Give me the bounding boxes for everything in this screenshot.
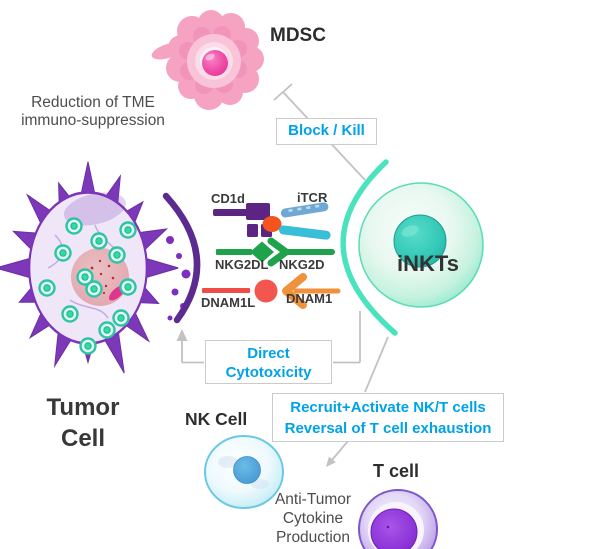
itcr-label: iTCR <box>297 190 328 205</box>
recruit-line2: Reversal of T cell exhaustion <box>284 420 492 437</box>
mdsc-cell-icon <box>151 10 264 110</box>
cd1d-label: CD1d <box>211 191 245 206</box>
dnam1-receptor-icon <box>282 273 341 309</box>
tme-note-line1: Reduction of TME <box>31 94 155 111</box>
recruit-arrow-shaft <box>331 440 349 461</box>
nkg2dl-label: NKG2DL <box>215 257 269 272</box>
nk-nucleus <box>233 456 261 484</box>
block-kill-callout: Block / Kill <box>276 118 377 145</box>
nkg2d-receptor-icon <box>267 237 335 267</box>
glycolipid-antigen-icon <box>262 216 282 232</box>
nk-label: NK Cell <box>185 409 248 429</box>
tumor-label-line2: Cell <box>60 425 105 452</box>
anti-tumor-line1: Anti-Tumor <box>274 491 352 508</box>
tumor-label: Tumor Cell <box>27 392 139 454</box>
t-cell-label: T cell <box>373 461 420 481</box>
tumor-synapse-arc <box>162 192 201 324</box>
cd1d-receptor-icon <box>213 203 272 237</box>
recruit-callout: Recruit+Activate NK/T cells Reversal of … <box>272 393 504 442</box>
mdsc-nucleus <box>202 50 228 76</box>
nkg2d-label: NKG2D <box>279 257 325 272</box>
connector-lines <box>181 83 389 461</box>
up-arrow-icon <box>176 329 188 341</box>
inkt-synapse-arc <box>340 159 398 336</box>
inkt-cell-icon <box>358 182 484 308</box>
mdsc-label: MDSC <box>270 25 326 46</box>
block-kill-text: Block / Kill <box>288 122 365 139</box>
anti-tumor-line3: Production <box>275 529 351 546</box>
t-cell-nucleus <box>370 508 418 549</box>
down-left-arrow-icon <box>326 456 336 467</box>
tumor-cell-icon <box>0 161 191 374</box>
tumor-antigen-dots <box>38 217 137 355</box>
inkt-label: iNKTs <box>397 251 459 276</box>
itcr-receptor-icon <box>278 202 331 240</box>
tme-note: Reduction of TME immuno-suppression <box>10 94 176 130</box>
anti-tumor-line2: Cytokine <box>282 510 344 527</box>
nkg2dl-ligand-icon <box>216 241 274 263</box>
t-cell-icon <box>358 489 438 549</box>
tme-note-line2: immuno-suppression <box>21 112 165 129</box>
direct-cytotoxicity-line1: Direct <box>247 345 290 362</box>
dnam1l-label: DNAM1L <box>201 295 256 310</box>
direct-cytotoxicity-line2: Cytotoxicity <box>225 364 312 381</box>
nk-cell-icon <box>204 435 284 509</box>
tumor-label-line1: Tumor <box>46 394 120 421</box>
inkt-recruit-line <box>364 336 389 393</box>
anti-tumor-note: Anti-Tumor Cytokine Production <box>263 490 363 547</box>
recruit-line1: Recruit+Activate NK/T cells <box>290 399 486 416</box>
receptor-pairs <box>202 202 341 309</box>
direct-cytotoxicity-callout: Direct Cytotoxicity <box>205 340 332 384</box>
dnam1l-ligand-icon <box>202 279 278 303</box>
dnam1-label: DNAM1 <box>286 291 333 306</box>
